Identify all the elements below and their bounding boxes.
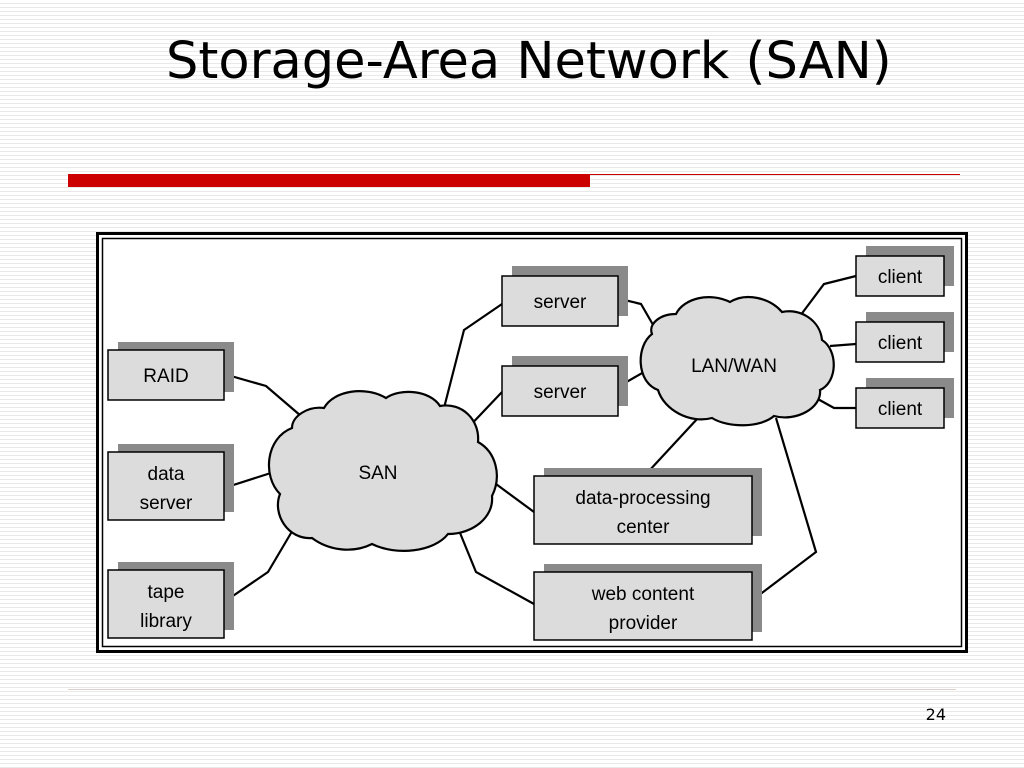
node-tape-library-line1: tape	[148, 582, 185, 603]
line-san-dataproc	[495, 483, 535, 513]
node-client-2: client	[855, 312, 954, 363]
node-client-2-label: client	[878, 333, 923, 354]
node-tape-library-line2: library	[140, 611, 192, 632]
line-san-server1	[442, 303, 503, 409]
san-cloud	[267, 390, 498, 552]
line-lan-dataproc	[647, 417, 699, 473]
node-tape-library: tape library	[107, 562, 234, 639]
footer-rule	[68, 689, 956, 690]
node-web-content-line1: web content	[591, 584, 695, 605]
node-data-processing-line1: data-processing	[575, 488, 710, 509]
node-server-1-label: server	[534, 292, 587, 313]
title-underline-thick	[68, 174, 590, 187]
node-data-server-line2: server	[140, 493, 193, 514]
node-client-3: client	[855, 378, 954, 429]
node-web-content-line2: provider	[609, 613, 678, 634]
line-san-web	[456, 527, 535, 605]
node-raid-label: RAID	[143, 366, 188, 387]
node-server-2-label: server	[534, 382, 587, 403]
line-lan-client1	[799, 274, 857, 317]
title-underline-thin	[590, 174, 960, 175]
slide-title: Storage-Area Network (SAN)	[166, 32, 892, 91]
node-server-2: server	[501, 356, 628, 417]
node-server-1: server	[501, 266, 628, 327]
page-number: 24	[925, 705, 946, 724]
san-label: SAN	[358, 463, 397, 484]
line-raid-san	[223, 372, 302, 417]
line-tape-san	[223, 527, 295, 603]
node-client-1-label: client	[878, 267, 923, 288]
line-lan-client2	[829, 342, 857, 348]
lan-wan-label: LAN/WAN	[691, 356, 777, 377]
node-client-3-label: client	[878, 399, 923, 420]
node-web-content-provider: web content provider	[533, 564, 762, 641]
node-raid: RAID	[107, 342, 234, 401]
line-lan-web	[749, 417, 818, 603]
node-data-processing-center: data-processing center	[533, 468, 762, 545]
node-client-1: client	[855, 246, 954, 297]
diagram-frame-inner	[101, 237, 963, 648]
node-data-server: data server	[107, 444, 234, 521]
san-diagram: SAN LAN/WAN RAID data server tape librar…	[96, 232, 968, 653]
node-data-processing-line2: center	[617, 517, 670, 538]
line-lan-client3	[815, 397, 856, 410]
node-data-server-line1: data	[148, 464, 185, 485]
lan-wan-cloud	[639, 295, 835, 427]
